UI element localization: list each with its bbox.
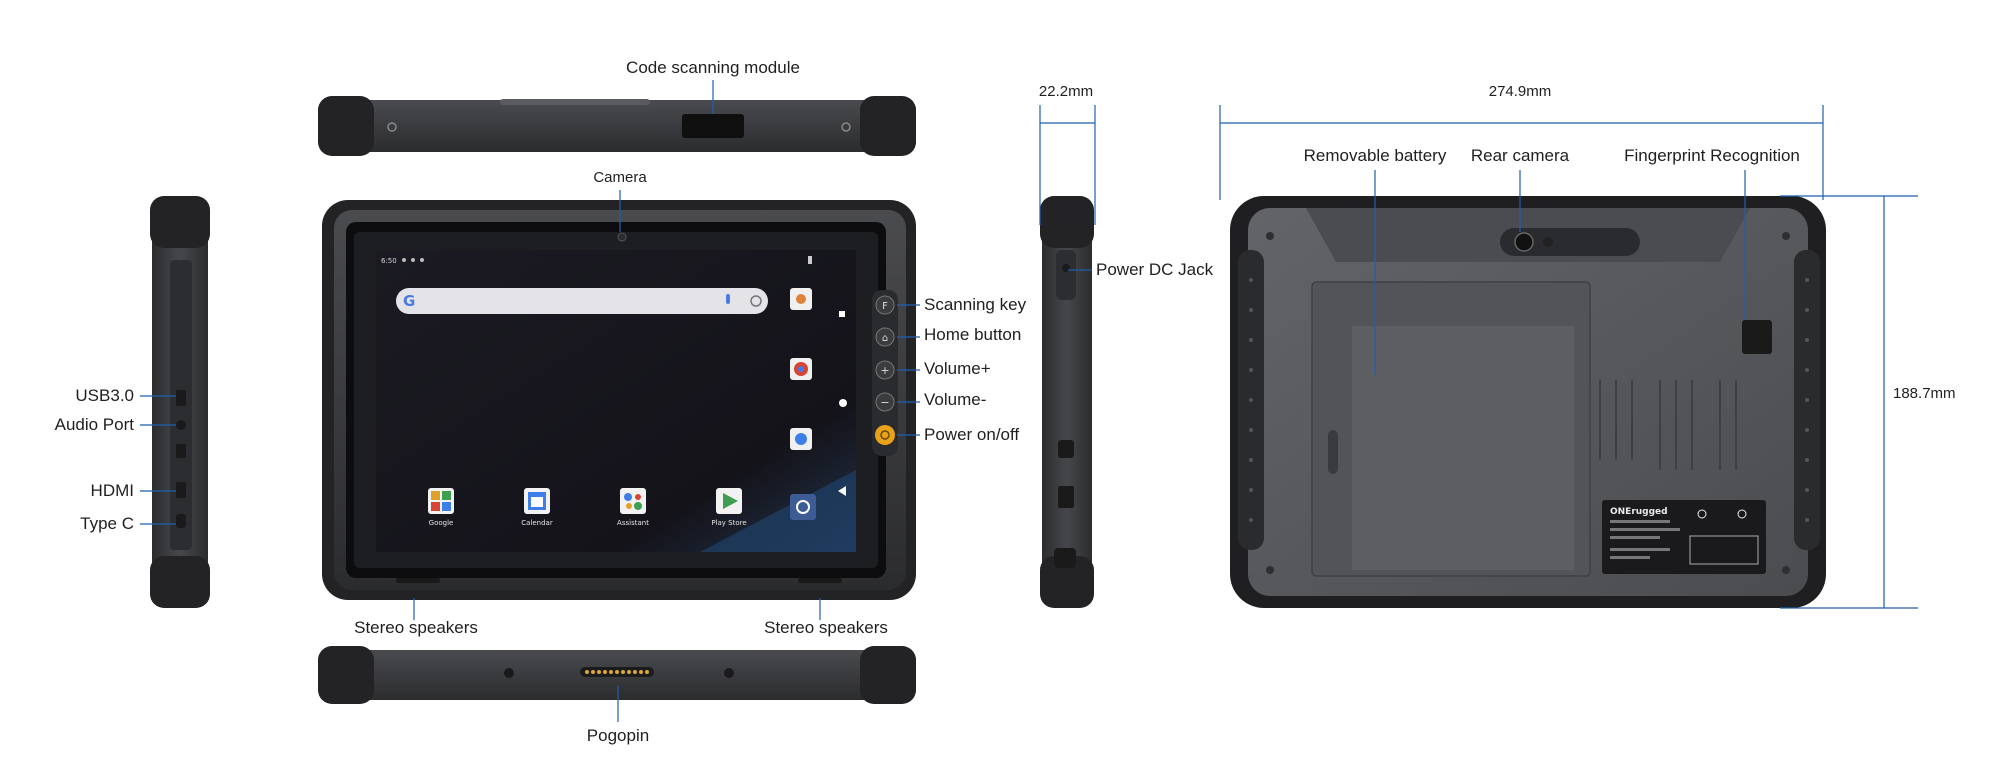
home-nav-icon (839, 399, 847, 407)
fingerprint-sensor (1742, 320, 1772, 354)
front-view: 6:50 G Google Calendar Assistant (322, 200, 916, 600)
label-home-button: Home button (924, 325, 1022, 344)
status-time: 6:50 (381, 257, 397, 265)
app-label-google: Google (429, 519, 454, 527)
leader-lines (140, 80, 1918, 722)
rear-camera-module (1500, 228, 1640, 256)
speaker-grille-right (798, 578, 842, 583)
label-camera: Camera (593, 169, 647, 186)
battery-latch (1328, 430, 1338, 474)
regulatory-label (1602, 500, 1766, 574)
assistant-icon (620, 488, 646, 514)
scanner-window (682, 114, 744, 138)
volume-down-glyph: − (880, 396, 889, 409)
volume-down-button[interactable] (875, 392, 895, 412)
right-side-view (1040, 196, 1094, 608)
left-side-view (150, 196, 210, 608)
bottom-edge-view (318, 646, 916, 704)
settings-icon (790, 494, 816, 520)
app-label-assistant: Assistant (617, 519, 649, 527)
label-volume-up: Volume+ (924, 359, 991, 378)
scanning-key-button[interactable] (875, 295, 895, 315)
label-fingerprint-recognition: Fingerprint Recognition (1624, 146, 1800, 165)
label-usb30: USB3.0 (75, 386, 134, 405)
rear-camera-lens (1514, 232, 1534, 252)
top-edge-view (318, 96, 916, 156)
app-label-play-store: Play Store (711, 519, 746, 527)
label-rear-camera: Rear camera (1470, 146, 1570, 165)
label-pogopin: Pogopin (586, 726, 650, 745)
pogopin-contacts (580, 667, 654, 677)
label-audio-port: Audio Port (54, 415, 134, 434)
volume-up-glyph: + (880, 364, 889, 377)
label-removable-battery: Removable battery (1303, 146, 1447, 165)
label-power-dc-jack: Power DC Jack (1096, 260, 1214, 279)
scanning-key-glyph: F (882, 301, 888, 312)
google-g-icon: G (403, 292, 415, 310)
rear-view: ONErugged (1230, 196, 1826, 608)
home-button-glyph: ⌂ (882, 333, 888, 344)
app-label-calendar: Calendar (521, 519, 553, 527)
back-icon (838, 486, 846, 496)
label-volume-down: Volume- (924, 390, 987, 409)
label-power-on-off: Power on/off (924, 425, 1020, 444)
lens-icon (750, 295, 762, 307)
volume-up-button[interactable] (875, 360, 895, 380)
label-scanning-key: Scanning key (924, 295, 1027, 314)
rear-brand: ONErugged (1610, 507, 1668, 517)
speaker-grille-left (396, 578, 440, 583)
power-button[interactable] (875, 425, 895, 445)
search-bar (396, 288, 768, 314)
dimension-width: 274.9mm (1488, 83, 1552, 100)
label-stereo-speakers-right: Stereo speakers (764, 618, 888, 637)
label-hdmi: HDMI (90, 481, 134, 500)
label-type-c: Type C (80, 514, 134, 533)
home-button[interactable] (875, 327, 895, 347)
dc-jack-cover (1056, 250, 1076, 300)
recents-icon (839, 311, 845, 317)
dimension-thickness: 22.2mm (1038, 83, 1094, 100)
front-camera-lens (617, 232, 627, 242)
label-code-scanning-module: Code scanning module (626, 58, 800, 77)
mic-icon (726, 294, 730, 304)
vent-pattern (1599, 380, 1737, 470)
label-stereo-speakers-left: Stereo speakers (354, 618, 478, 637)
dimension-height: 188.7mm (1893, 385, 1956, 402)
